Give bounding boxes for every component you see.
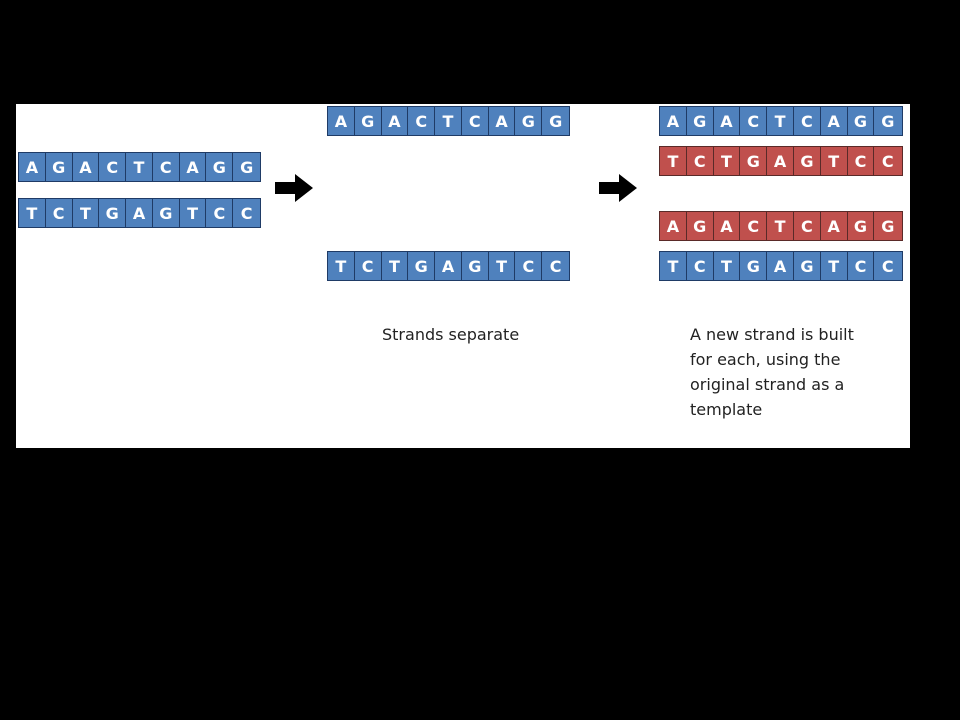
nucleotide-base: G <box>794 252 821 280</box>
nucleotide-base: G <box>355 107 382 135</box>
nucleotide-base: T <box>821 252 848 280</box>
nucleotide-base: C <box>740 107 768 135</box>
nucleotide-base: A <box>821 212 848 240</box>
nucleotide-base: C <box>881 256 894 276</box>
nucleotide-base: C <box>46 199 73 227</box>
nucleotide-base: T <box>489 252 516 280</box>
nucleotide-base: T <box>660 147 687 175</box>
nucleotide-base: T <box>126 153 153 181</box>
nucleotide-base: A <box>435 252 462 280</box>
nucleotide-base: A <box>328 107 355 135</box>
nucleotide-base: G <box>848 212 875 240</box>
nucleotide-base: A <box>767 147 794 175</box>
caption-new-strand: A new strand is built for each, using th… <box>690 322 854 422</box>
nucleotide-base: A <box>382 107 409 135</box>
nucleotide-base: G <box>515 107 543 135</box>
nucleotide-base: A <box>714 212 741 240</box>
caption-line: template <box>690 400 763 419</box>
nucleotide-base: G <box>794 147 821 175</box>
nucleotide-base: G <box>46 153 73 181</box>
nucleotide-base: C <box>206 199 234 227</box>
nucleotide-base: G <box>240 157 254 177</box>
nucleotide-base: C <box>848 252 875 280</box>
caption-strands-separate: Strands separate <box>382 325 520 344</box>
nucleotide-base: T <box>714 147 741 175</box>
nucleotide-base: C <box>99 153 127 181</box>
nucleotide-base: A <box>73 153 100 181</box>
nucleotide-base: G <box>881 216 895 236</box>
nucleotide-base: G <box>153 199 180 227</box>
nucleotide-base: C <box>881 151 894 171</box>
nucleotide-base: C <box>153 153 180 181</box>
nucleotide-base: C <box>355 252 382 280</box>
nucleotide-base: A <box>821 107 848 135</box>
nucleotide-base: T <box>821 147 848 175</box>
nucleotide-base: C <box>740 212 768 240</box>
nucleotide-base: A <box>126 199 153 227</box>
nucleotide-base: C <box>515 252 543 280</box>
nucleotide-base: G <box>206 153 234 181</box>
caption-line: A new strand is built <box>690 325 854 344</box>
nucleotide-base: T <box>382 252 409 280</box>
right-arrow-icon <box>275 174 313 202</box>
nucleotide-base: T <box>328 252 355 280</box>
caption-line: original strand as a <box>690 375 845 394</box>
nucleotide-base: T <box>19 199 46 227</box>
nucleotide-base: G <box>740 252 768 280</box>
nucleotide-base: A <box>660 107 687 135</box>
nucleotide-base: T <box>180 199 207 227</box>
nucleotide-base: A <box>714 107 741 135</box>
nucleotide-base: A <box>489 107 516 135</box>
nucleotide-base: A <box>19 153 46 181</box>
nucleotide-base: C <box>687 147 714 175</box>
nucleotide-base: G <box>687 107 714 135</box>
nucleotide-base: A <box>767 252 794 280</box>
nucleotide-base: C <box>794 107 821 135</box>
nucleotide-base: G <box>99 199 127 227</box>
nucleotide-base: C <box>848 147 875 175</box>
nucleotide-base: G <box>848 107 875 135</box>
nucleotide-base: T <box>73 199 100 227</box>
nucleotide-base: G <box>462 252 489 280</box>
nucleotide-base: C <box>240 203 253 223</box>
nucleotide-base: G <box>408 252 436 280</box>
nucleotide-base: A <box>180 153 207 181</box>
nucleotide-base: T <box>714 252 741 280</box>
nucleotide-base: C <box>462 107 489 135</box>
nucleotide-base: T <box>767 107 794 135</box>
caption-line: for each, using the <box>690 350 841 369</box>
nucleotide-base: A <box>660 212 687 240</box>
nucleotide-base: T <box>435 107 462 135</box>
nucleotide-base: C <box>408 107 436 135</box>
nucleotide-base: T <box>767 212 794 240</box>
right-arrow-icon <box>599 174 637 202</box>
nucleotide-base: G <box>549 111 563 131</box>
nucleotide-base: G <box>740 147 768 175</box>
nucleotide-base: C <box>549 256 562 276</box>
nucleotide-base: C <box>687 252 714 280</box>
nucleotide-base: G <box>881 111 895 131</box>
nucleotide-base: C <box>794 212 821 240</box>
nucleotide-base: G <box>687 212 714 240</box>
nucleotide-base: T <box>660 252 687 280</box>
